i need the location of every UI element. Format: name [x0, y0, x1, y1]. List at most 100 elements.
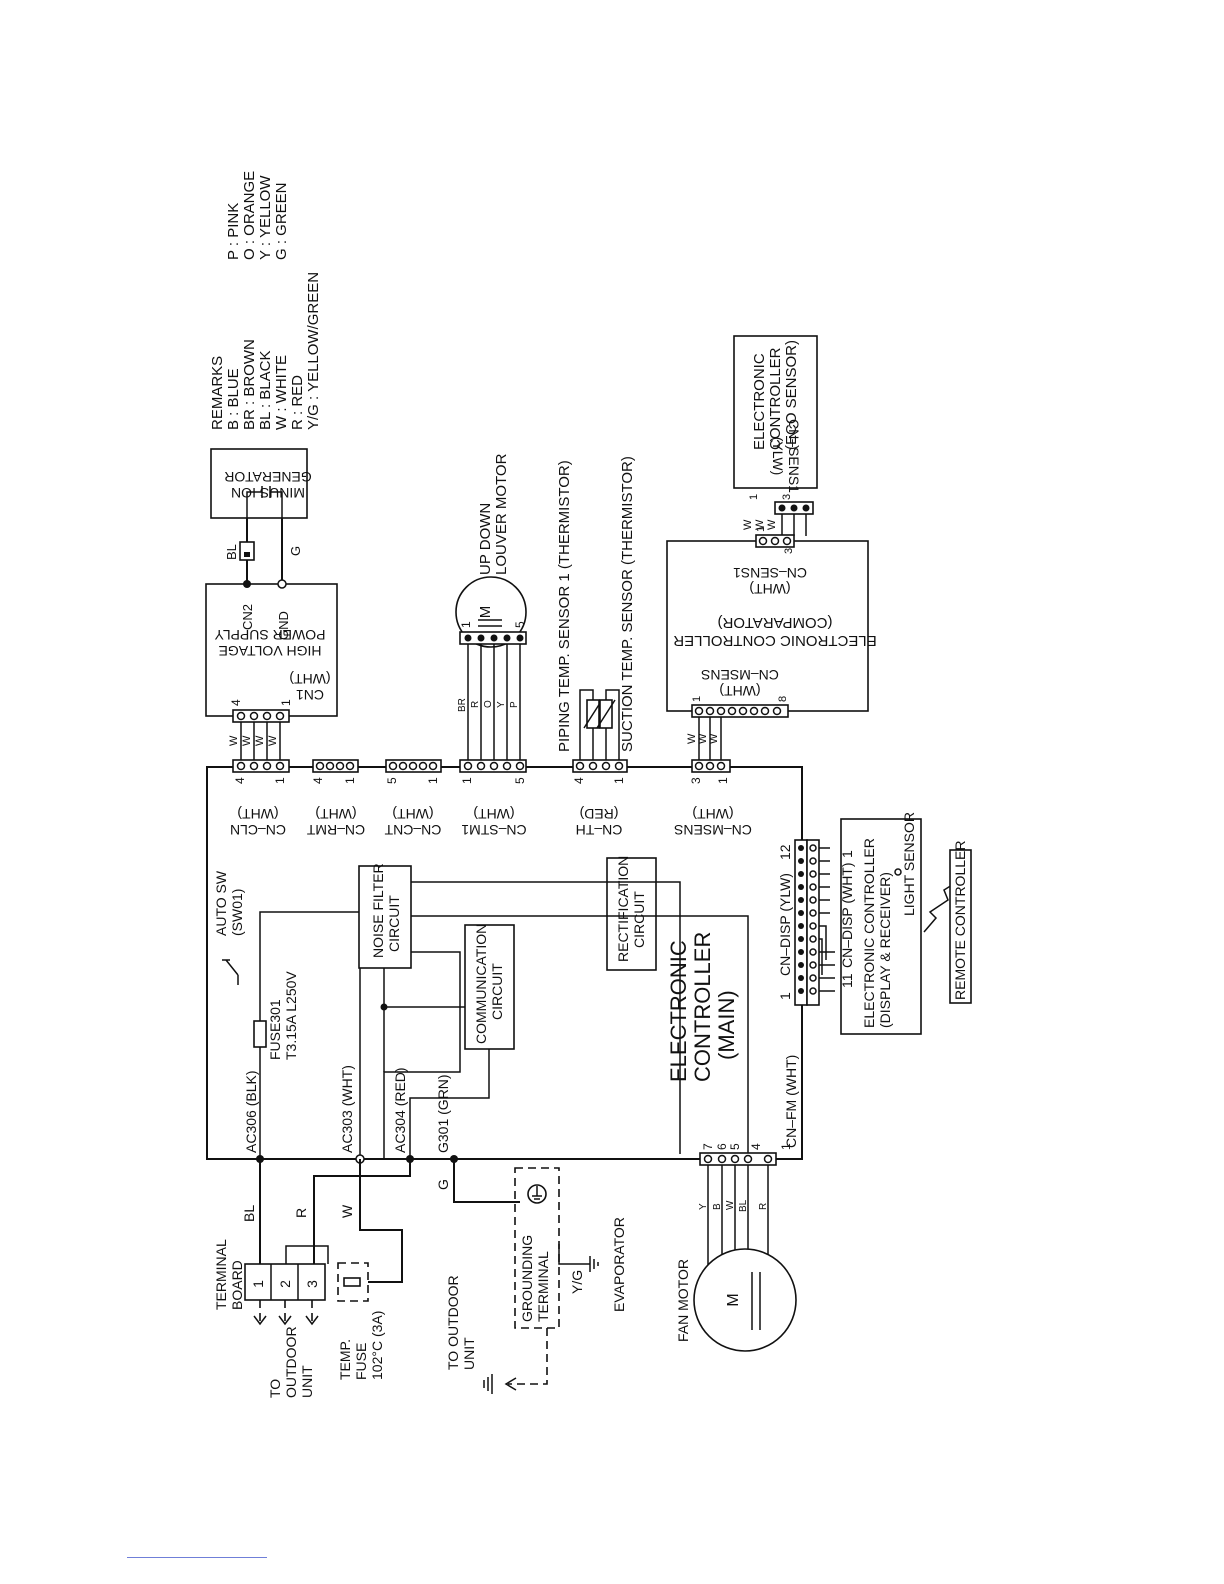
svg-text:1: 1 — [612, 777, 626, 784]
cn-cln-label: (WHT) CN–CLN — [230, 806, 286, 838]
svg-text:W: W — [241, 735, 253, 746]
cn2-label: CN2 — [240, 604, 255, 630]
comparator-controller-box — [666, 540, 869, 712]
svg-text:GROUNDING: GROUNDING — [519, 1235, 535, 1322]
svg-text:1: 1 — [250, 1280, 266, 1288]
svg-text:(WHT): (WHT) — [749, 581, 790, 597]
cn-sens1-wht-label: (WHT) CN–SENS1 — [733, 565, 807, 597]
fan-motor-symbol: M — [725, 1293, 742, 1306]
svg-text:4: 4 — [311, 777, 325, 784]
wire-label-g-ground: G — [435, 1179, 451, 1190]
svg-text:1: 1 — [691, 696, 703, 702]
svg-text:(SW01): (SW01) — [229, 889, 245, 936]
svg-text:P: P — [509, 701, 520, 708]
cn-disp-wht-label: CN–DISP (WHT) — [839, 862, 855, 968]
rectification-box — [606, 857, 657, 971]
svg-text:Y: Y — [698, 1203, 709, 1210]
svg-text:W: W — [742, 519, 754, 530]
svg-text:TO: TO — [267, 1379, 283, 1398]
svg-text:102°C (3A): 102°C (3A) — [369, 1311, 385, 1380]
noise-filter-box — [358, 865, 412, 969]
louver-motor-label: UP DOWN LOUVER MOTOR — [477, 453, 510, 575]
svg-text:(COMPARATOR): (COMPARATOR) — [717, 614, 832, 631]
svg-text:BL: BL — [738, 1199, 749, 1212]
svg-text:1: 1 — [748, 494, 760, 500]
svg-text:6: 6 — [715, 1143, 729, 1150]
svg-text:POWER SUPPLY: POWER SUPPLY — [214, 627, 326, 643]
communication-label: COMMUNICATION CIRCUIT — [473, 924, 505, 1044]
remote-controller-label: REMOTE CONTROLLER — [952, 841, 968, 1000]
svg-text:W: W — [228, 735, 240, 746]
svg-text:CN1: CN1 — [296, 687, 324, 703]
svg-text:BOARD: BOARD — [229, 1260, 245, 1310]
wire-label-yg: Y/G — [569, 1270, 585, 1294]
grounding-terminal-label: GROUNDING TERMINAL — [519, 1235, 551, 1322]
svg-text:W: W — [754, 519, 766, 530]
suction-sensor-label: SUCTION TEMP. SENSOR (THERMISTOR) — [619, 456, 636, 752]
svg-text:1: 1 — [755, 526, 767, 532]
ion-emitter-symbol — [246, 486, 283, 518]
remark-green: G : GREEN — [273, 182, 290, 260]
svg-text:CN–MSENS: CN–MSENS — [674, 822, 752, 838]
svg-text:12: 12 — [777, 844, 793, 860]
svg-text:TEMP.: TEMP. — [337, 1339, 353, 1380]
svg-text:W: W — [708, 733, 720, 744]
svg-text:W: W — [267, 735, 279, 746]
svg-text:CN–MSENS: CN–MSENS — [701, 667, 779, 683]
to-outdoor-unit-label: TO OUTDOOR UNIT — [445, 1275, 477, 1370]
remark-pink: P : PINK — [225, 203, 242, 260]
bl-ferrite — [239, 541, 255, 561]
evaporator-ground-icon — [589, 1256, 599, 1272]
svg-text:CN–CLN: CN–CLN — [230, 822, 286, 838]
remark-black: BL : BLACK — [257, 351, 274, 430]
piping-sensor-label: PIPING TEMP. SENSOR 1 (THERMISTOR) — [556, 460, 573, 752]
cn-disp-pins — [798, 844, 817, 995]
minus-ion-generator-box — [210, 448, 308, 519]
louver-motor-symbol: M — [477, 606, 494, 619]
remark-yellow: Y : YELLOW — [257, 175, 274, 260]
outdoor-ground-icon — [483, 1374, 493, 1394]
svg-text:W: W — [686, 733, 698, 744]
temp-fuse — [343, 1277, 361, 1287]
fan-motor-label: FAN MOTOR — [675, 1259, 691, 1342]
svg-text:CONTROLLER: CONTROLLER — [767, 347, 784, 450]
svg-text:(WHT): (WHT) — [315, 806, 356, 822]
minus-ion-generator-label: MINUS ION GENERATOR — [224, 469, 311, 501]
svg-text:UNIT: UNIT — [299, 1365, 315, 1398]
main-controller-label: ELECTRONIC CONTROLLER (MAIN) — [666, 932, 739, 1082]
svg-text:BR: BR — [457, 698, 468, 712]
svg-text:CN–SENS1: CN–SENS1 — [786, 419, 802, 493]
svg-text:ELECTRONIC: ELECTRONIC — [666, 940, 691, 1082]
display-receiver-label: ELECTRONIC CONTROLLER (DISPLAY & RECEIVE… — [861, 838, 893, 1028]
g301-label: G301 (GRN) — [435, 1074, 451, 1153]
svg-text:CN–CNT: CN–CNT — [384, 822, 441, 838]
svg-text:W: W — [766, 519, 778, 530]
cn-stm1-label: (WHT) CN–STM1 — [461, 806, 527, 838]
fuse301-label: FUSE301 T3.15A L250V — [267, 971, 299, 1060]
louver-motor-circle — [455, 576, 527, 648]
wire-label-w-mains: W — [339, 1204, 355, 1218]
remark-brown: BR : BROWN — [241, 339, 258, 430]
svg-text:CIRCUIT: CIRCUIT — [489, 963, 505, 1020]
svg-text:CIRCUIT: CIRCUIT — [386, 895, 402, 952]
wire-label-g-ion: G — [288, 546, 303, 556]
gnd-label: GND — [276, 611, 291, 640]
ac303-label: AC303 (WHT) — [339, 1065, 355, 1153]
svg-text:(WHT): (WHT) — [692, 806, 733, 822]
svg-text:(WHT): (WHT) — [392, 806, 433, 822]
svg-text:R: R — [470, 701, 481, 708]
cn-cnt-label: (WHT) CN–CNT — [384, 806, 441, 838]
remarks-legend: REMARKS B : BLUE BR : BROWN BL : BLACK W… — [209, 171, 322, 430]
svg-text:5: 5 — [513, 621, 527, 628]
svg-text:(WHT): (WHT) — [719, 683, 760, 699]
svg-text:5: 5 — [385, 777, 399, 784]
svg-text:W: W — [697, 733, 709, 744]
noise-filter-label: NOISE FILTER CIRCUIT — [370, 863, 402, 958]
svg-text:CIRCUIT: CIRCUIT — [631, 891, 647, 948]
svg-text:MINUS ION: MINUS ION — [231, 485, 305, 501]
svg-text:GENERATOR: GENERATOR — [224, 469, 311, 485]
svg-text:W: W — [725, 1200, 736, 1210]
svg-text:W: W — [254, 735, 266, 746]
svg-text:FUSE301: FUSE301 — [267, 999, 283, 1060]
svg-text:8: 8 — [777, 696, 789, 702]
